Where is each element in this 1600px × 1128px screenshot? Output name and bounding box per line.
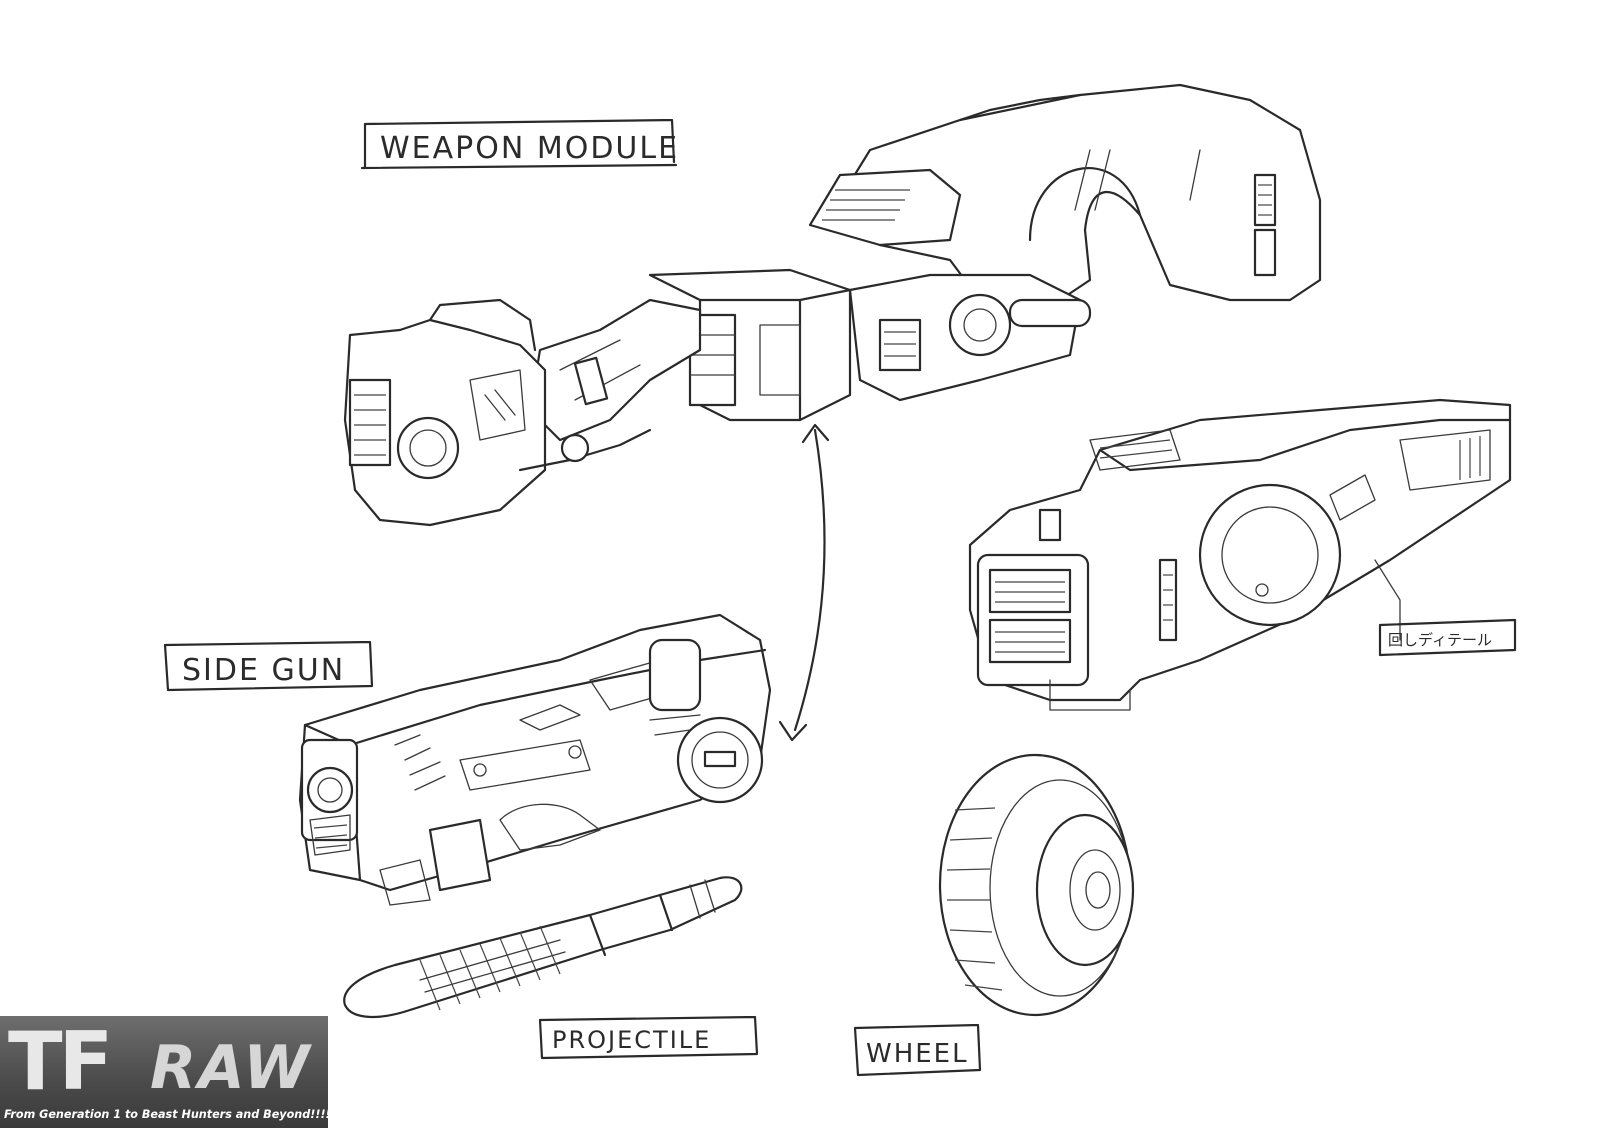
wheel-label: WHEEL [853,1023,982,1077]
side-gun-label: SIDE GUN [163,640,374,692]
projectile-label: PROJECTILE [538,1015,759,1060]
watermark-name: RAW [150,1033,312,1103]
projectile-drawing [343,876,743,1019]
watermark-tagline: From Generation 1 to Beast Hunters and B… [4,1108,331,1121]
weapon-module-label-text: WEAPON MODULE [380,131,679,166]
wheel-label-text: WHEEL [866,1039,969,1069]
side-gun-label-text: SIDE GUN [182,653,345,688]
side-housing-drawing [968,398,1512,711]
weapon-module-drawing [343,83,1322,527]
connection-arrow [778,423,830,742]
wheel-drawing [938,753,1135,1017]
weapon-module-label: WEAPON MODULE [360,118,679,170]
detail-note: 回しディテール [1374,559,1517,657]
side-gun-drawing [298,613,772,906]
watermark-mark: TF [8,1015,113,1108]
watermark-logo: TF RAW From Generation 1 to Beast Hunter… [0,1015,331,1128]
detail-note-text: 回しディテール [1388,631,1492,649]
projectile-label-text: PROJECTILE [552,1026,711,1054]
